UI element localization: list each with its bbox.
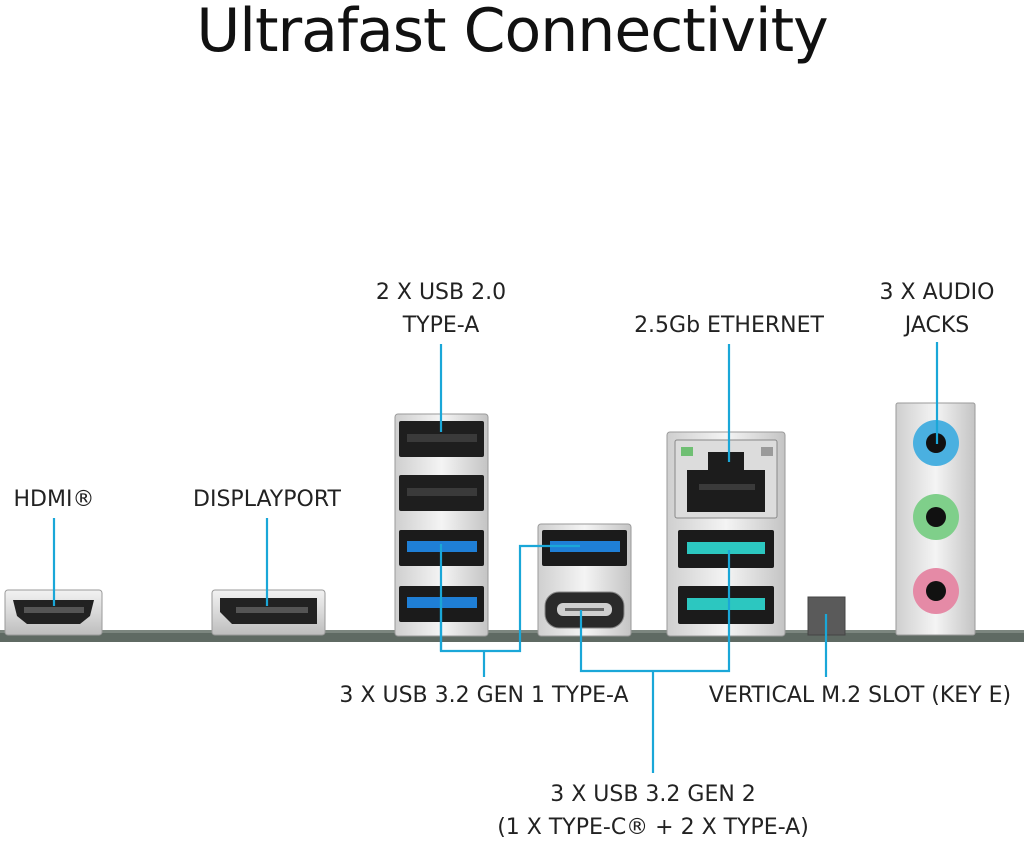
usb-typec-stack <box>537 523 632 637</box>
label-usb32-gen1: 3 X USB 3.2 GEN 1 TYPE-A <box>339 683 629 708</box>
label-audio-line2: JACKS <box>904 313 970 338</box>
label-audio-line1: 3 X AUDIO <box>879 280 995 305</box>
audio-panel <box>895 402 976 636</box>
usb-c-port-icon <box>544 591 625 629</box>
displayport-icon <box>211 589 326 636</box>
hdmi-port-icon <box>4 589 103 636</box>
label-usb20-line1: 2 X USB 2.0 <box>375 280 507 305</box>
audio-jack-icon <box>913 568 959 614</box>
usb2-port-icon <box>399 475 484 511</box>
ethernet-stack <box>666 431 786 637</box>
page-title: Ultrafast Connectivity <box>196 0 828 66</box>
usb3-gen2-port-icon <box>678 586 774 624</box>
label-usb32-gen2-line1: 3 X USB 3.2 GEN 2 <box>550 782 756 807</box>
label-usb20-line2: TYPE-A <box>402 313 480 338</box>
usb3-gen2-port-icon <box>678 530 774 568</box>
label-hdmi: HDMI® <box>13 487 95 512</box>
rj45-port-icon <box>674 439 778 519</box>
label-displayport: DISPLAYPORT <box>193 487 341 512</box>
label-m2-slot: VERTICAL M.2 SLOT (KEY E) <box>708 683 1012 708</box>
leader-lines <box>52 342 939 773</box>
usb2-port-icon <box>399 421 484 457</box>
usb3-port-icon <box>542 530 627 566</box>
label-ethernet: 2.5Gb ETHERNET <box>634 313 824 338</box>
label-usb32-gen2-line2: (1 X TYPE-C® + 2 X TYPE-A) <box>497 815 809 840</box>
audio-jack-icon <box>913 494 959 540</box>
